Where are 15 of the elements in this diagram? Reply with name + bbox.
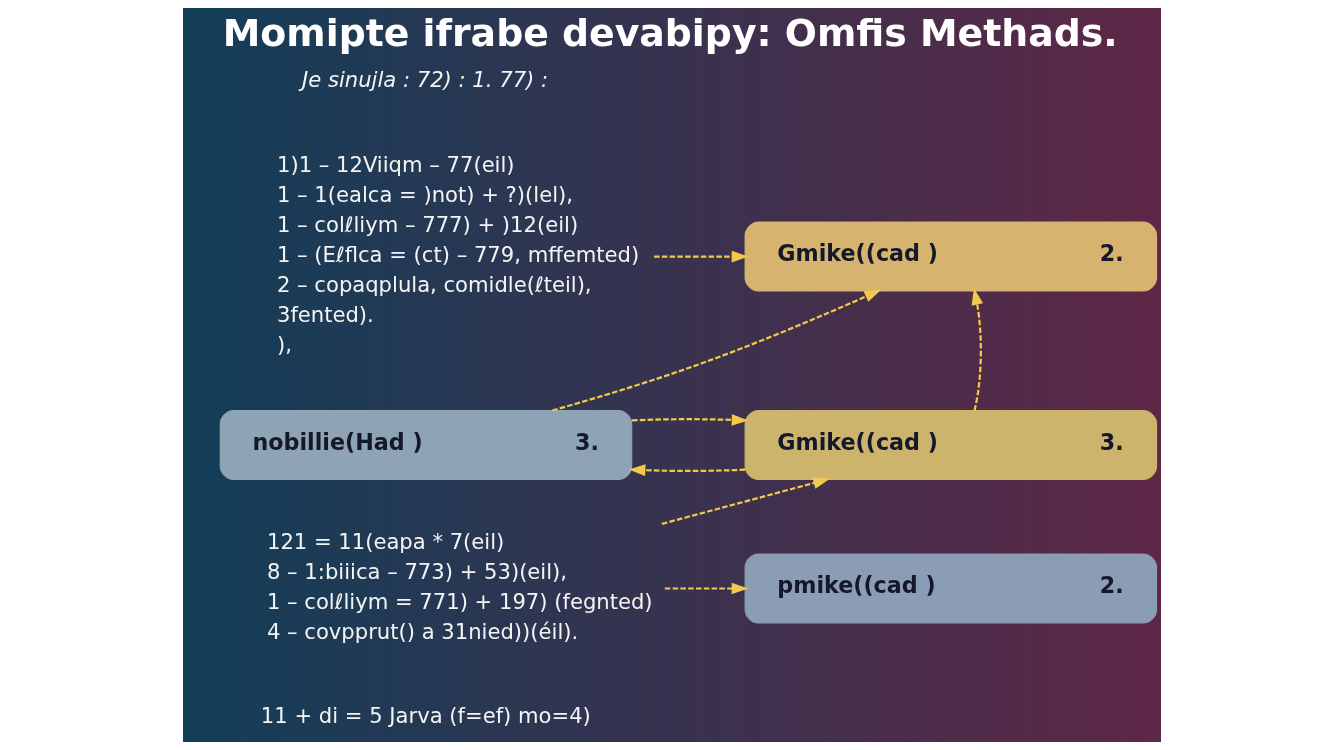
- arrow: [654, 250, 749, 263]
- arrow: [552, 289, 882, 412]
- arrow: [661, 477, 831, 525]
- arrow: [631, 414, 749, 426]
- arrow: [628, 464, 746, 477]
- node-text: 1)1 – 12Viiqm – 77(eil) 1 – 1(ealca = )not) + ?)(lel), 1 – colℓliym – 777) + )12(eil) 1 – (Eℓflca = (ct) – 779, mffemted) 2 – copaqplula, comidle(ℓteil), 3fented). ),: [276, 152, 640, 358]
- node-box: Gmike((cad ) 2.: [744, 221, 1158, 292]
- node-box: pmike((cad ) 2.: [744, 553, 1158, 624]
- diagram-title: Momipte ifrabe devabipy: Omfis Methads.: [222, 11, 1118, 56]
- arrow: [971, 288, 984, 411]
- node-box: nobillie(Had ) 3.: [219, 410, 633, 481]
- arrow: [664, 582, 749, 595]
- node-text: 121 = 11(eapa * 7(eil) 8 – 1:biiica – 773) + 53)(eil), 1 – colℓliym = 771) + 197) (fegnted) 4 – covpprut() a 31nied))(éil).: [266, 528, 653, 644]
- label: 11 + di = 5 Jarva (f=ef) mo=4): [260, 702, 591, 728]
- node-box: Gmike((cad ) 3.: [744, 410, 1158, 481]
